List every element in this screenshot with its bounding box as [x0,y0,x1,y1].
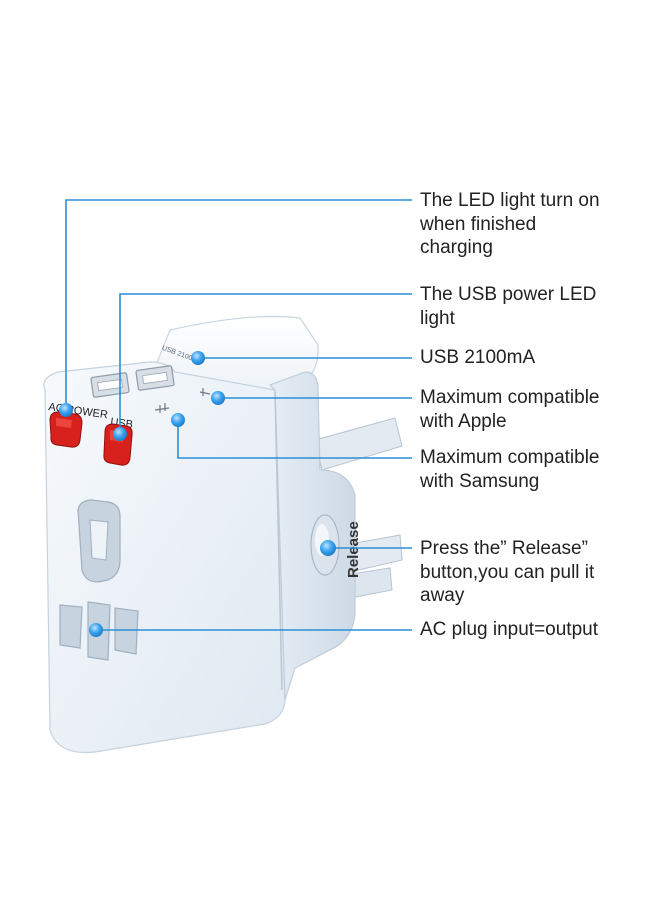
callout-usb-2100ma: USB 2100mA [420,346,535,370]
callout-samsung-line-2: with Samsung [420,470,540,492]
callout-release-line-3: away [420,585,465,606]
callout-usb-power-led-line-2: light [420,307,455,329]
leader-dot-usb-2100ma [191,351,205,365]
universal-ac-socket [59,499,139,661]
callout-led-finished: The LED light turn on when finished char… [420,189,600,260]
callout-led-finished-line-2: when finished [420,213,537,235]
callout-release-line-2: button,you can pull it [420,561,595,583]
callout-apple: Maximum compatible with Apple [420,386,600,433]
ac-power-led-indicator [49,411,83,448]
leader-line-usb-power-led [119,293,412,432]
callout-apple-line-1: Maximum compatible [420,387,600,408]
leader-dot-samsung [171,413,185,427]
callout-apple-line-2: with Apple [420,410,507,432]
release-button-label: Release [345,521,362,578]
leader-line-led-finished [65,199,412,408]
callout-usb-power-led-line-1: The USB power LED [420,284,597,305]
callout-samsung: Maximum compatible with Samsung [420,446,600,493]
callout-ac-plug-line-1: AC plug input=output [420,619,598,640]
callout-release: Press the” Release” button,you can pull … [420,537,594,608]
callout-samsung-line-1: Maximum compatible [420,447,600,468]
callout-led-finished-line-3: charging [420,237,493,258]
callout-led-finished-line-1: The LED light turn on [420,190,600,211]
leader-dot-led-finished [59,403,73,417]
leader-dot-apple [211,391,225,405]
body-seam [274,391,283,691]
callout-usb-2100ma-line-1: USB 2100mA [420,347,536,368]
leader-line-samsung [177,420,412,459]
usb-port-2 [135,365,175,391]
leader-dot-release [320,540,336,556]
usb-symbol-icon [154,388,211,413]
callout-usb-power-led: The USB power LED light [420,283,596,330]
plug-pin-upper [314,417,403,471]
usb-port-1 [90,372,130,398]
callout-release-line-1: Press the” Release” [420,538,588,559]
callout-ac-plug: AC plug input=output [420,618,598,642]
leader-dot-usb-power-led [113,427,127,441]
plug-pin-lower [344,534,403,599]
leader-dot-ac-plug [89,623,103,637]
